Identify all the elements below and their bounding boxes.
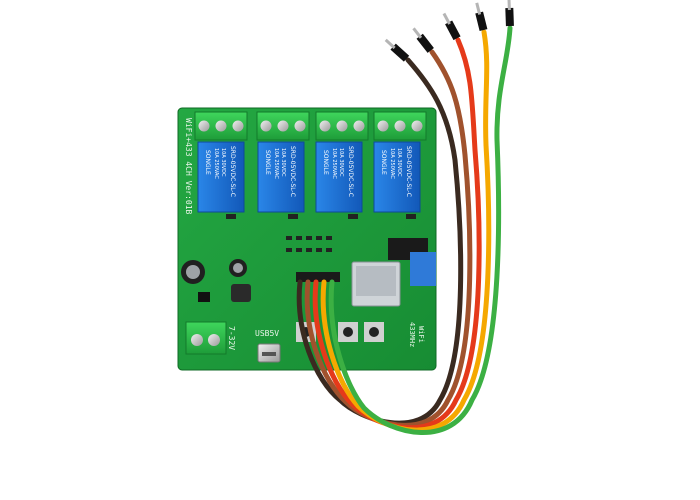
tactile-button [338,322,358,342]
relay-model: SRD-05VDC-SL-C [289,146,296,197]
jumper-wires [296,25,513,435]
dupont-pin [442,12,461,41]
relay-1: SONGLE 10A 250VAC 10A 30VDC SRD-05VDC-SL… [197,141,245,213]
dupont-pin [505,0,514,27]
relay-rating: 10A 30VDC [338,148,344,177]
relay-rating: 10A 30VDC [396,148,402,177]
terminal-block [194,111,248,141]
pin-header-connector [296,272,340,282]
power-label: 7-32V [227,326,236,350]
usb-label: USB5V [255,329,279,338]
terminal-block [256,111,310,141]
usb-port [257,343,281,363]
relay-rating: 10A 30VDC [220,148,226,177]
dupont-pin [412,27,434,53]
dupont-pin [475,2,488,32]
wire-black [296,57,464,426]
power-inductor [231,284,251,302]
relay-model: SRD-05VDC-SL-C [347,146,354,197]
relay-brand: SONGLE [204,150,211,175]
dupont-pins [384,0,514,62]
rf-frequency-label: 433MHz [408,322,416,347]
wifi-module [351,261,401,307]
terminal-blocks-top [194,111,427,141]
relay-rating: 10A 250VAC [389,148,395,179]
relay-model: SRD-05VDC-SL-C [405,146,412,197]
relay-2: SONGLE 10A 250VAC 10A 30VDC SRD-05VDC-SL… [257,141,305,213]
relay-rating: 10A 250VAC [213,148,219,179]
relay-brand: SONGLE [322,150,329,175]
electrolytic-capacitor [181,260,205,284]
regulator-chip [198,292,210,302]
relay-brand: SONGLE [264,150,271,175]
tactile-button [364,322,384,342]
wire-orange [320,29,492,433]
relay-model: SRD-05VDC-SL-C [229,146,236,197]
relay-rating: 10A 250VAC [273,148,279,179]
wire-brown [304,49,473,428]
relay-rating: 10A 250VAC [331,148,337,179]
relay-4: SONGLE 10A 250VAC 10A 30VDC SRD-05VDC-SL… [373,141,421,213]
board-title-silkscreen: WiFi+433 4CH Ver:01B [184,118,193,215]
terminal-block [373,111,427,141]
power-terminal-block [185,321,227,355]
electrolytic-capacitor [229,259,247,277]
relay-brand: SONGLE [380,150,387,175]
smd-components [226,214,416,252]
dupont-pin [384,38,410,62]
relay-3: SONGLE 10A 250VAC 10A 30VDC SRD-05VDC-SL… [315,141,363,213]
terminal-block [315,111,369,141]
wire-green [328,25,513,435]
wire-red [312,37,482,431]
rf-receiver-module [388,238,436,286]
wifi-label: WiFi [417,326,425,343]
relay-rating: 10A 30VDC [280,148,286,177]
